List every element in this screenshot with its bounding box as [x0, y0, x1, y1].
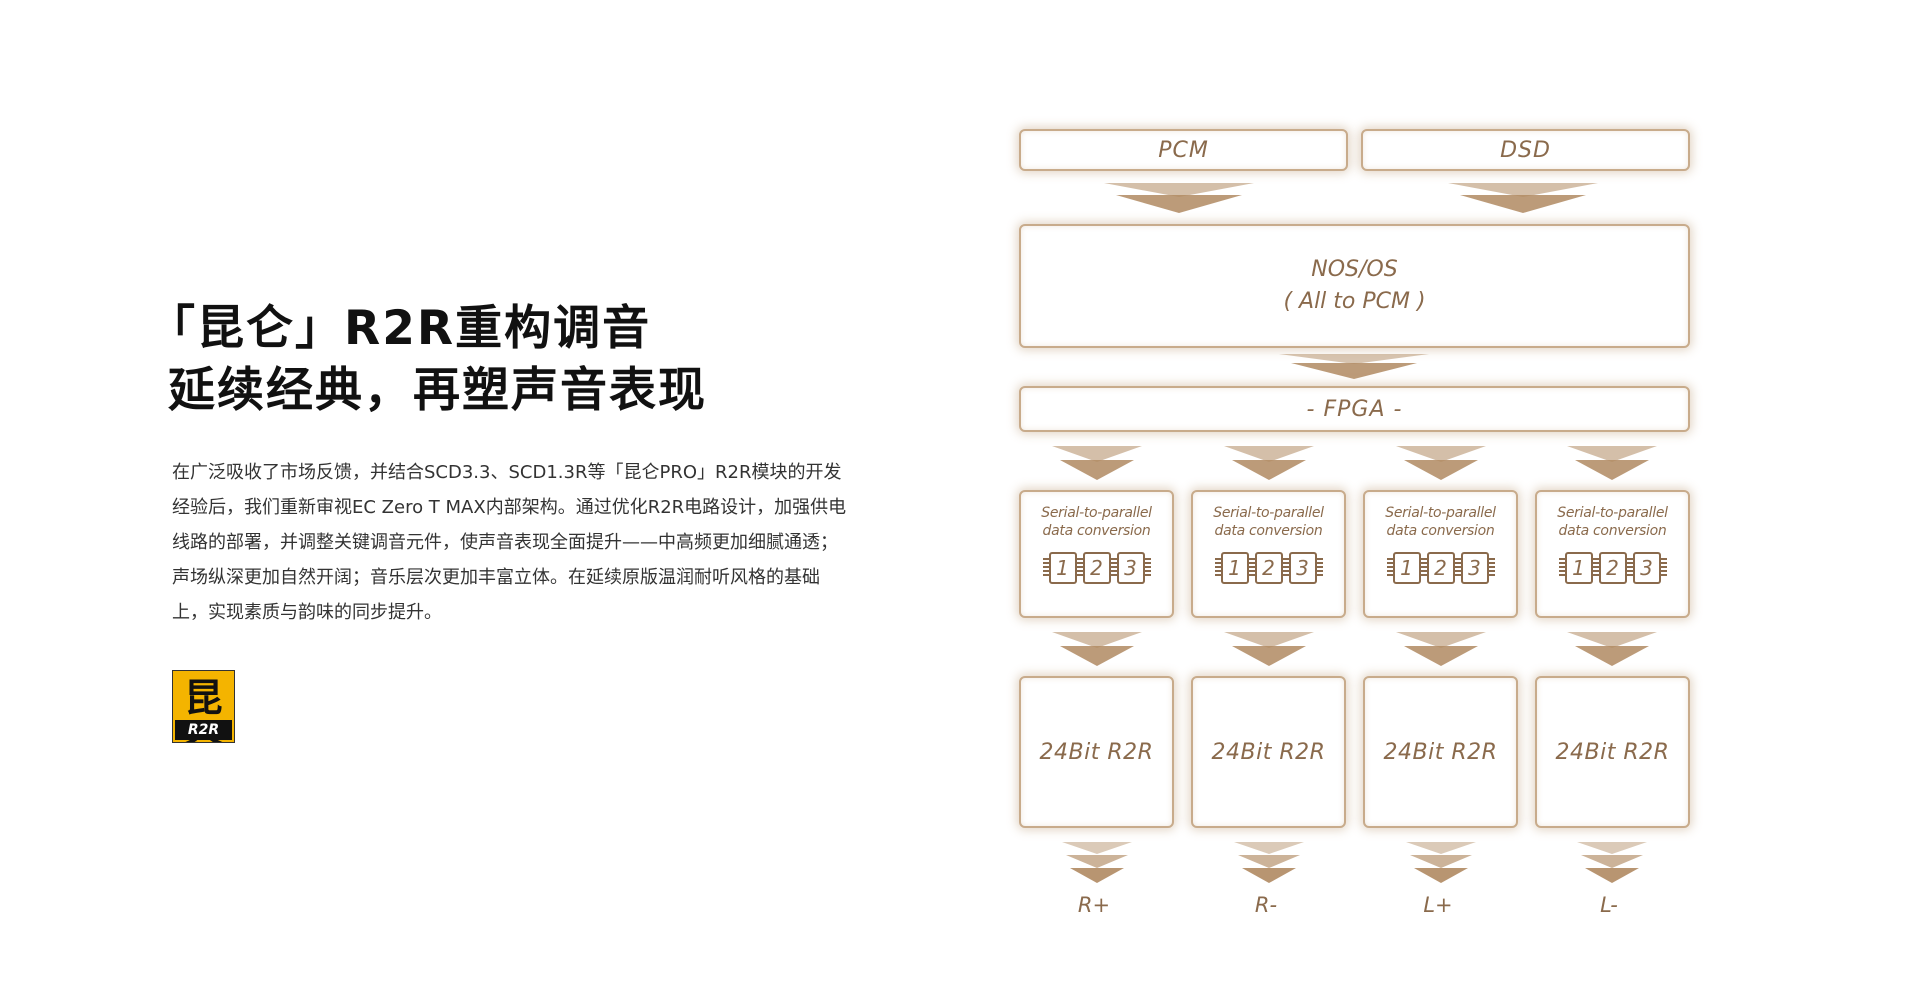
chip-row: 1 2 3: [1558, 552, 1667, 584]
input-dsd-label: DSD: [1500, 137, 1551, 163]
converter-box-4: Serial-to-parallel data conversion 1 2 3: [1535, 490, 1690, 618]
arrow-converter-4-to-dac-4: [1567, 632, 1657, 666]
arrow-nos-to-fpga: [1279, 354, 1429, 379]
chip-icon-1: 1: [1214, 552, 1255, 584]
fpga-box: - FPGA -: [1019, 386, 1690, 432]
arrow-dac-4-to-output: [1577, 842, 1647, 883]
input-pcm-box: PCM: [1019, 129, 1348, 171]
converter-box-1: Serial-to-parallel data conversion 1 2 3: [1019, 490, 1174, 618]
arrow-dac-1-to-output: [1062, 842, 1132, 883]
chip-icon-1: 1: [1386, 552, 1427, 584]
chip-row: 1 2 3: [1386, 552, 1495, 584]
headline-line-2: 延续经典，再塑声音表现: [168, 363, 707, 418]
dac-label: 24Bit R2R: [1383, 739, 1498, 765]
converter-line-2: data conversion: [1214, 523, 1323, 539]
chip-icon-3: 3: [1454, 552, 1495, 584]
chip-icon-3: 3: [1110, 552, 1151, 584]
nos-os-label: NOS/OS: [1311, 257, 1398, 282]
converter-line-2: data conversion: [1386, 523, 1495, 539]
input-pcm-label: PCM: [1158, 137, 1209, 163]
converter-line-1: Serial-to-parallel: [1213, 505, 1324, 521]
arrow-fpga-to-converter-2: [1224, 446, 1314, 480]
arrow-converter-3-to-dac-3: [1396, 632, 1486, 666]
chip-icon-3: 3: [1626, 552, 1667, 584]
output-l-plus: L+: [1423, 893, 1453, 917]
nos-os-box: NOS/OS ( All to PCM ): [1019, 224, 1690, 348]
arrow-dsd-to-nos: [1448, 183, 1598, 213]
arrow-pcm-to-nos: [1104, 183, 1254, 213]
output-l-minus: L-: [1600, 893, 1618, 917]
r2r-logo-plate: R2R: [175, 720, 232, 740]
arrow-fpga-to-converter-3: [1396, 446, 1486, 480]
chip-row: 1 2 3: [1042, 552, 1151, 584]
dac-label: 24Bit R2R: [1039, 739, 1154, 765]
arrow-fpga-to-converter-1: [1052, 446, 1142, 480]
chip-icon-2: 2: [1248, 552, 1289, 584]
dac-label: 24Bit R2R: [1211, 739, 1326, 765]
dac-box-4: 24Bit R2R: [1535, 676, 1690, 828]
fpga-label: - FPGA -: [1306, 396, 1403, 422]
headline-line-1: 「昆仑」R2R重构调音: [148, 301, 652, 356]
converter-line-2: data conversion: [1042, 523, 1151, 539]
arrow-dac-2-to-output: [1234, 842, 1304, 883]
converter-box-3: Serial-to-parallel data conversion 1 2 3: [1363, 490, 1518, 618]
arrow-converter-2-to-dac-2: [1224, 632, 1314, 666]
arrow-dac-3-to-output: [1406, 842, 1476, 883]
converter-line-2: data conversion: [1558, 523, 1667, 539]
kunlun-logo-glyph: 昆仑: [184, 675, 223, 742]
chip-icon-2: 2: [1592, 552, 1633, 584]
dac-label: 24Bit R2R: [1555, 739, 1670, 765]
output-r-minus: R-: [1254, 893, 1278, 917]
chip-icon-2: 2: [1420, 552, 1461, 584]
converter-box-2: Serial-to-parallel data conversion 1 2 3: [1191, 490, 1346, 618]
headline: 「昆仑」R2R重构调音 延续经典，再塑声音表现: [148, 298, 880, 422]
dac-box-3: 24Bit R2R: [1363, 676, 1518, 828]
chip-icon-3: 3: [1282, 552, 1323, 584]
arrow-converter-1-to-dac-1: [1052, 632, 1142, 666]
chip-icon-1: 1: [1558, 552, 1599, 584]
input-dsd-box: DSD: [1361, 129, 1690, 171]
dac-box-2: 24Bit R2R: [1191, 676, 1346, 828]
chip-icon-1: 1: [1042, 552, 1083, 584]
chip-icon-2: 2: [1076, 552, 1117, 584]
output-r-plus: R+: [1077, 893, 1111, 917]
arrow-fpga-to-converter-4: [1567, 446, 1657, 480]
kunlun-r2r-logo: 昆仑 R2R: [172, 670, 235, 743]
dac-box-1: 24Bit R2R: [1019, 676, 1174, 828]
converter-line-1: Serial-to-parallel: [1385, 505, 1496, 521]
description-paragraph: 在广泛吸收了市场反馈，并结合SCD3.3、SCD1.3R等「昆仑PRO」R2R模…: [172, 462, 847, 623]
converter-line-1: Serial-to-parallel: [1557, 505, 1668, 521]
all-to-pcm-label: ( All to PCM ): [1283, 289, 1426, 314]
converter-line-1: Serial-to-parallel: [1041, 505, 1152, 521]
chip-row: 1 2 3: [1214, 552, 1323, 584]
